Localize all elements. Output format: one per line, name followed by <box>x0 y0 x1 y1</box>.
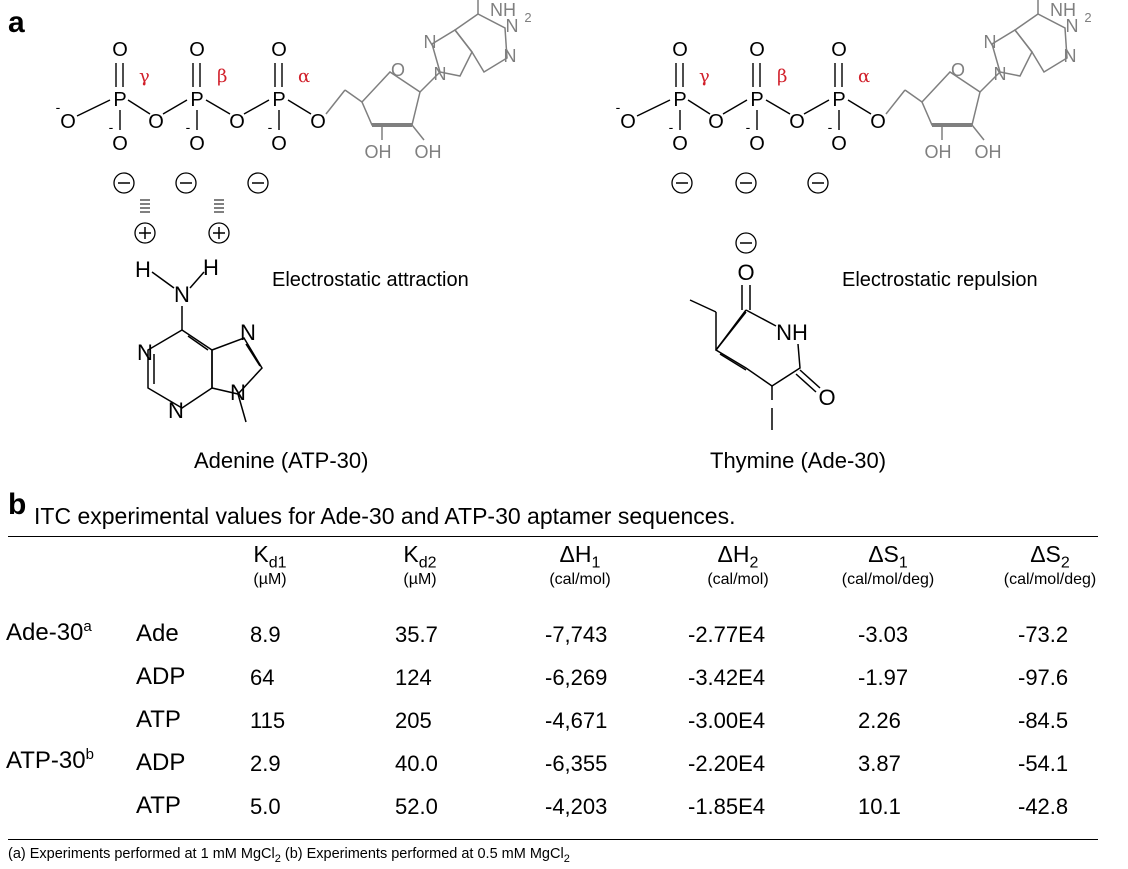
table-cell: 52.0 <box>395 794 438 819</box>
column-unit: (cal/mol) <box>549 571 611 588</box>
table-cell: -1.97 <box>858 665 909 690</box>
column-unit: (cal/mol/deg) <box>841 571 935 588</box>
table-cell: 10.1 <box>858 794 901 819</box>
svg-text:H: H <box>135 257 151 282</box>
dashed-interaction <box>140 199 224 213</box>
table-cell: 2.9 <box>250 751 281 776</box>
table-cell: 205 <box>395 708 432 733</box>
column-unit: (µM) <box>403 571 437 588</box>
table-cell: -42.8 <box>1018 794 1069 819</box>
table-cell: 124 <box>395 665 432 690</box>
svg-text:NH: NH <box>776 320 808 345</box>
table-cell: 8.9 <box>250 622 281 647</box>
table-cell: -54.1 <box>1018 751 1069 776</box>
thymine-structure: O NH O <box>689 260 836 430</box>
column-header: ΔH1 <box>559 541 601 572</box>
column-header: Kd2 <box>403 541 437 572</box>
panel-b-label: b <box>8 488 27 521</box>
table-cell: -6,355 <box>545 751 608 776</box>
column-header: ΔS2 <box>1030 541 1070 572</box>
row-ligand: ADP <box>136 663 186 690</box>
table-cell: 2.26 <box>858 708 901 733</box>
table-cell: -97.6 <box>1018 665 1069 690</box>
svg-text:O: O <box>737 260 754 285</box>
svg-text:H: H <box>203 255 219 280</box>
table-cell: -6,269 <box>545 665 608 690</box>
svg-text:N: N <box>137 340 153 365</box>
table-cell: -4,203 <box>545 794 608 819</box>
table-cell: 3.87 <box>858 751 901 776</box>
table-bottom-rule <box>8 839 1098 840</box>
table-cell: -3.03 <box>858 622 909 647</box>
table-cell: -7,743 <box>545 622 608 647</box>
table-cell: -73.2 <box>1018 622 1069 647</box>
panel-a-label: a <box>8 6 25 39</box>
table-cell: 40.0 <box>395 751 438 776</box>
row-ligand: ATP <box>136 706 181 733</box>
svg-text:N: N <box>240 320 256 345</box>
table-cell: 115 <box>250 708 286 733</box>
adenine-label: Adenine (ATP-30) <box>194 448 368 473</box>
row-ligand: ADP <box>136 749 186 776</box>
table-cell: -3.42E4 <box>688 665 766 690</box>
table-cell: -2.20E4 <box>688 751 766 776</box>
adenine-structure: H H N N N N N <box>135 255 263 423</box>
table-cell: -3.00E4 <box>688 708 766 733</box>
row-ligand: ATP <box>136 792 181 819</box>
table-cell: -2.77E4 <box>688 622 766 647</box>
table-caption: ITC experimental values for Ade-30 and A… <box>34 503 736 529</box>
group-label-atp-30: ATP-30b <box>6 746 94 774</box>
column-unit: (cal/mol/deg) <box>1003 571 1097 588</box>
column-header: Kd1 <box>253 541 287 572</box>
table-cell: -1.85E4 <box>688 794 766 819</box>
annotation-repulsion: Electrostatic repulsion <box>842 269 1038 291</box>
column-unit: (µM) <box>253 571 287 588</box>
table-cell: 35.7 <box>395 622 438 647</box>
table-cell: 5.0 <box>250 794 281 819</box>
column-header: ΔS1 <box>868 541 908 572</box>
table-cell: -4,671 <box>545 708 608 733</box>
annotation-attraction: Electrostatic attraction <box>272 269 469 291</box>
table-cell: 64 <box>250 665 275 690</box>
row-ligand: Ade <box>136 620 179 647</box>
group-label-ade-30: Ade-30a <box>6 618 92 646</box>
svg-text:N: N <box>168 398 184 423</box>
column-unit: (cal/mol) <box>707 571 769 588</box>
svg-text:N: N <box>174 282 190 307</box>
thymine-label: Thymine (Ade-30) <box>710 448 886 473</box>
svg-text:N: N <box>230 380 246 405</box>
table-top-rule <box>8 536 1098 537</box>
table-footnote: (a) Experiments performed at 1 mM MgCl2 … <box>8 846 570 865</box>
table-cell: -84.5 <box>1018 708 1069 733</box>
column-header: ΔH2 <box>717 541 759 572</box>
svg-text:O: O <box>818 385 835 410</box>
